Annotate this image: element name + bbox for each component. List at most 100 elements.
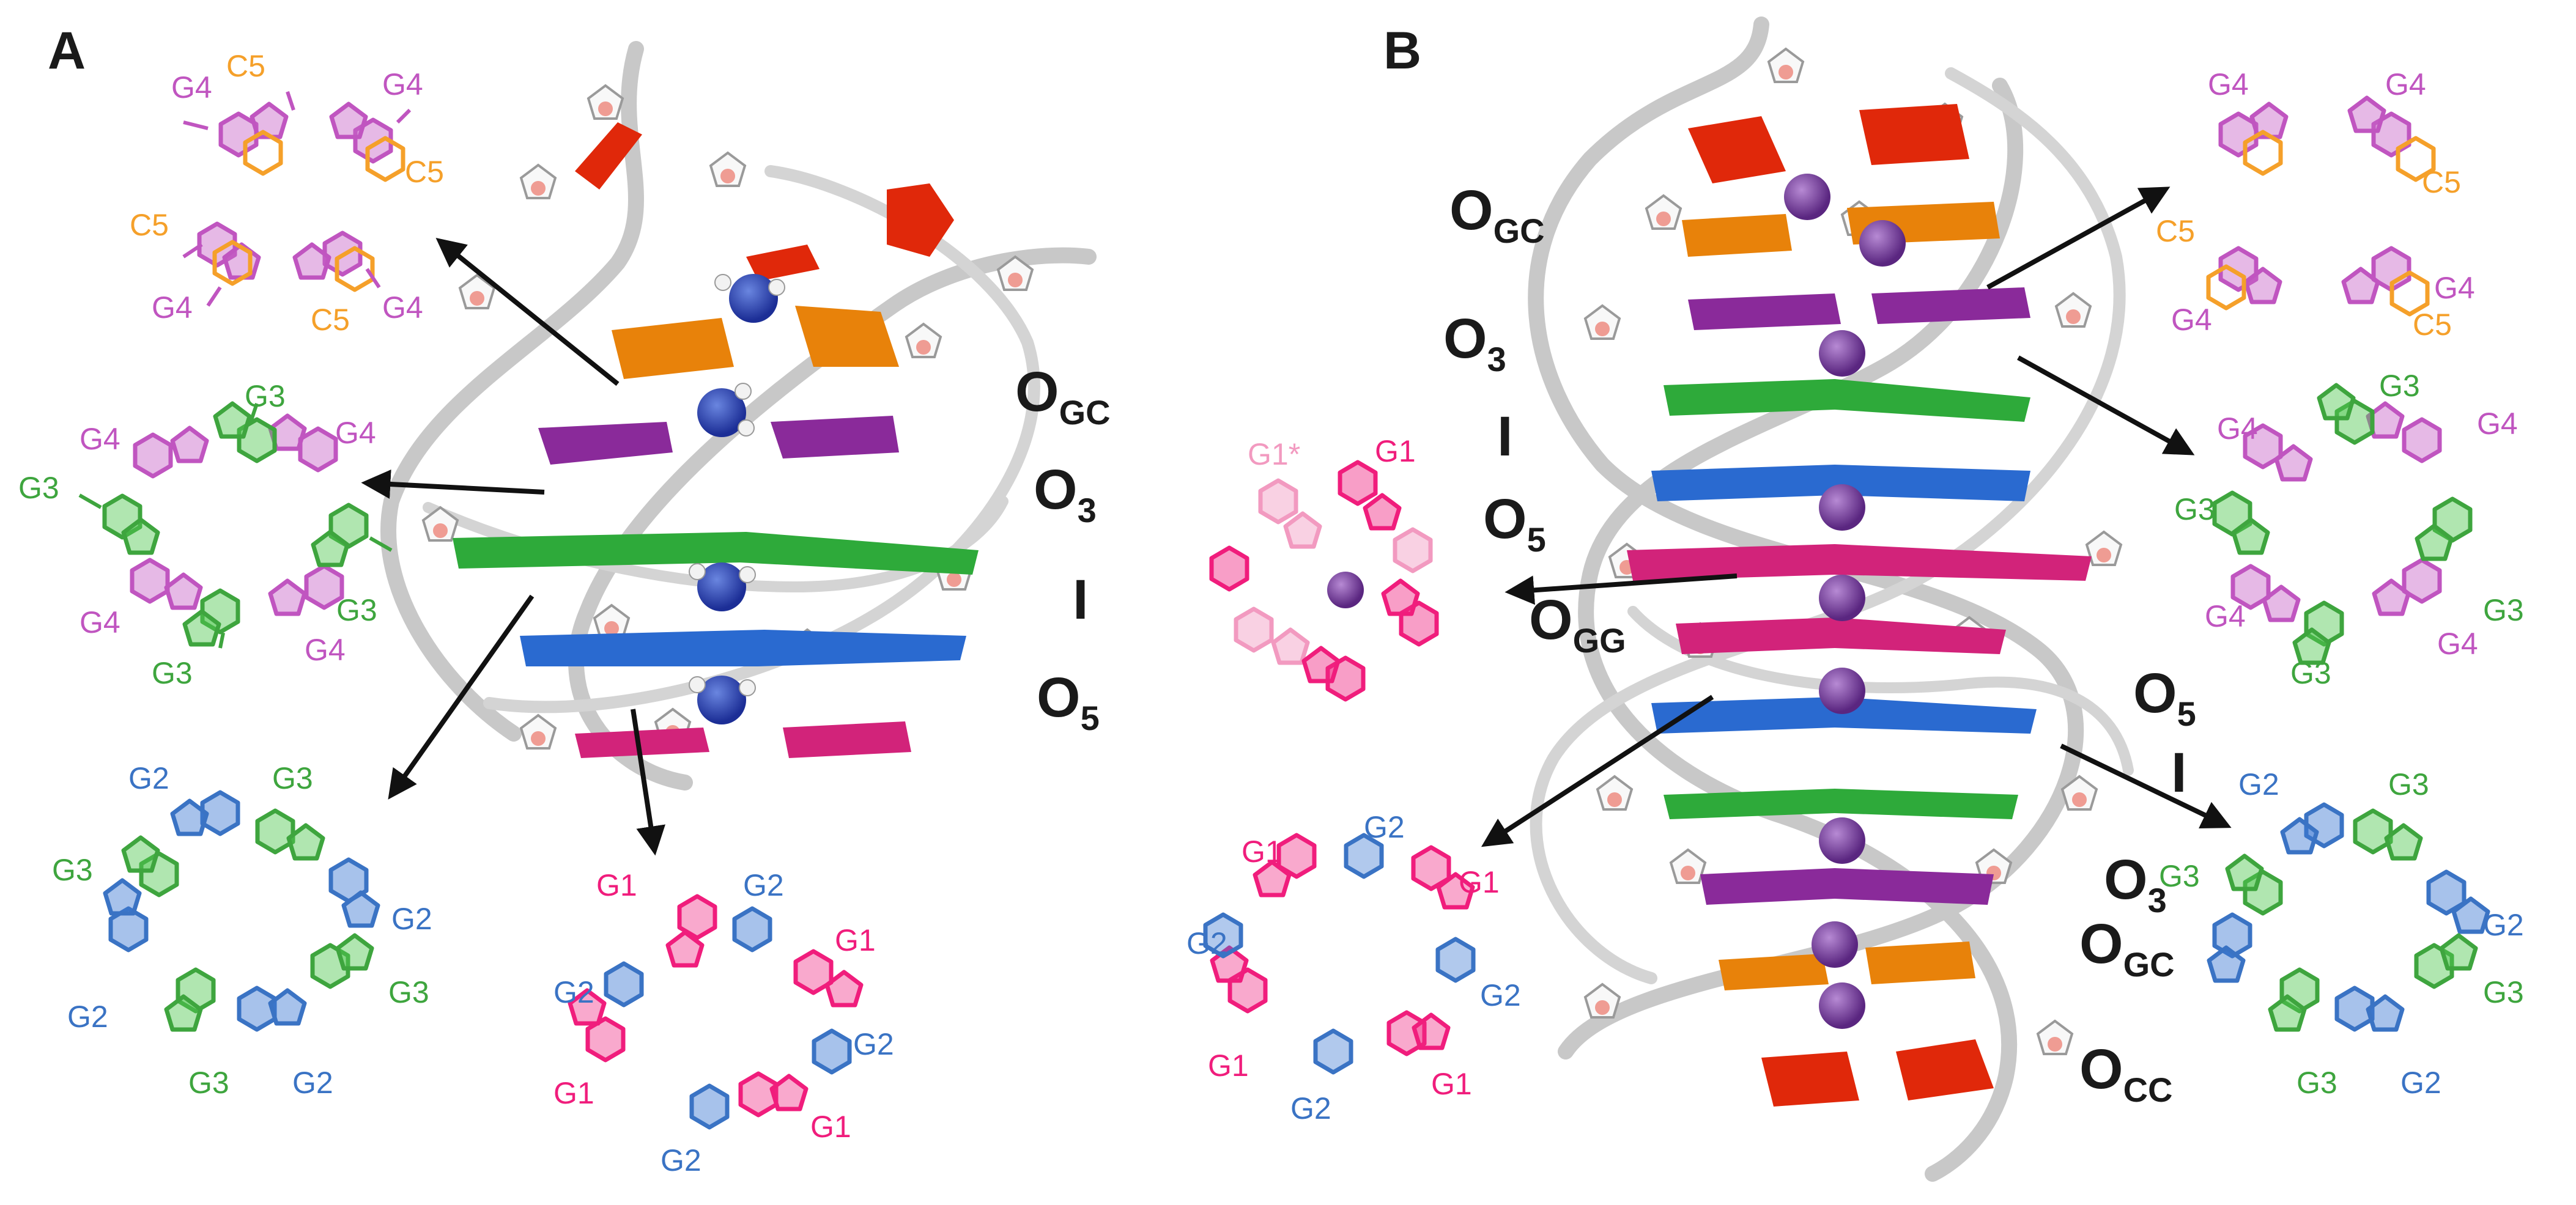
tetrad-label: G1* <box>1248 437 1300 471</box>
base-slab-purple <box>1871 287 2030 324</box>
tetrad-label: G1 <box>1431 1067 1472 1101</box>
tetrad-label: G3 <box>2297 1066 2337 1100</box>
panel-a-arrows <box>361 237 665 856</box>
tetrad-label: G4 <box>2205 599 2246 633</box>
potassium-ion-icon <box>1819 575 1865 621</box>
tetrad-label: C5 <box>2422 165 2461 199</box>
potassium-ion-icon <box>1859 220 1906 267</box>
ammonium-ion-icon <box>697 388 746 437</box>
sugar-ring <box>1584 304 1621 340</box>
arrow-icon <box>631 709 665 856</box>
panel-label-b: B <box>1383 21 1421 80</box>
base-slab-magenta <box>575 728 709 758</box>
plane-label: OGC <box>1449 179 1545 250</box>
base-slab-red <box>1896 1039 1994 1100</box>
panel-b-plane-labels: OGC O3 I O5 OGG O5 I O3 OGC OCC <box>1443 179 2196 1109</box>
tetrad-label: G3 <box>52 853 93 887</box>
plane-label: OGC <box>2079 913 2175 984</box>
tetrad-label: G3 <box>2388 767 2429 801</box>
sugar-ring <box>2086 531 2122 566</box>
sugar-ring <box>1670 849 1706 884</box>
potassium-ion-icon <box>1784 174 1830 220</box>
arrow-icon <box>2017 355 2195 455</box>
base-slab-green <box>453 532 979 575</box>
plane-label: O3 <box>1443 308 1506 378</box>
tetrad-label: G1 <box>1375 434 1416 468</box>
tetrad-label: C5 <box>311 303 350 337</box>
panel-b-arrows <box>1481 186 2232 847</box>
tetrad-label: G2 <box>661 1143 701 1177</box>
tetrad-label: G1 <box>596 868 637 902</box>
base-slab-green <box>1664 379 2030 422</box>
base-slab-blue <box>1651 697 2037 734</box>
sugar-ring <box>2037 1020 2073 1055</box>
tetrad-label: G2 <box>1480 978 1521 1012</box>
tetrad-a-c5g4: G4 C5 G4 C5 C5 G4 C5 G4 <box>130 49 444 337</box>
tetrad-b-g1: G1* G1 <box>1212 434 1437 699</box>
tetrad-label: G2 <box>2238 767 2279 801</box>
arrow-icon <box>388 594 535 800</box>
tetrad-label: G4 <box>2437 627 2478 661</box>
tetrad-label: G3 <box>2483 593 2524 627</box>
base-slab-orange <box>1682 214 1792 257</box>
ammonium-ion-icon <box>729 274 778 323</box>
tetrad-label: G4 <box>2171 303 2212 337</box>
arrow-icon <box>1505 573 1738 605</box>
base-slab-magenta <box>1676 617 2006 654</box>
plane-label: O3 <box>1034 459 1097 529</box>
ammonium-ion-icon <box>697 676 746 724</box>
backbone-strand <box>1530 67 2126 984</box>
base-slab-orange <box>1865 942 1975 984</box>
panel-a-plane-labels: OGC O3 I O5 <box>1015 361 1111 737</box>
plane-label: I <box>1497 405 1513 468</box>
tetrad-label: G2 <box>1290 1091 1331 1126</box>
base-slab-red <box>1688 116 1786 183</box>
tetrad-label: G4 <box>2477 407 2518 441</box>
potassium-ion-icon <box>1812 921 1858 968</box>
tetrad-label: G4 <box>171 70 212 105</box>
potassium-ion-icon <box>1819 668 1865 714</box>
tetrad-label: G3 <box>188 1066 229 1100</box>
plane-label: I <box>2171 742 2187 804</box>
tetrad-label: G3 <box>336 593 377 627</box>
plane-label: OGC <box>1015 361 1111 432</box>
tetrad-label: G1 <box>810 1110 851 1144</box>
potassium-ion-column <box>1784 174 1906 1029</box>
arrow-icon <box>361 470 545 499</box>
tetrad-label: G2 <box>553 975 594 1009</box>
base-slab-purple <box>1700 868 1994 905</box>
potassium-ion-icon <box>1819 817 1865 864</box>
tetrad-label: G2 <box>1364 810 1405 844</box>
ammonium-ion-icon <box>697 562 746 611</box>
tetrad-label: G4 <box>80 605 120 639</box>
tetrad-a-g2g3: G2 G3 G3 G3 G2 G2 G3 G2 <box>52 761 432 1100</box>
tetrad-label: G1 <box>1459 865 1500 899</box>
tetrad-a-g3g4: G3 G4 G4 G3 G4 G3 G4 G3 <box>18 379 393 690</box>
tetrad-label: G2 <box>391 902 432 936</box>
base-slab-red <box>746 245 820 281</box>
tetrad-b-c5g4: G4 G4 C5 C5 G4 C5 G4 C5 <box>2156 67 2475 342</box>
tetrad-label: G2 <box>2483 908 2524 942</box>
tetrad-label: C5 <box>2413 308 2452 342</box>
plane-label: OCC <box>2079 1038 2172 1109</box>
base-slab-blue <box>520 630 966 666</box>
tetrad-label: G4 <box>80 422 120 456</box>
base-slab-magenta <box>1627 544 2092 581</box>
panel-label-a: A <box>48 21 86 80</box>
tetrad-label: C5 <box>405 155 444 189</box>
tetrad-label: G1 <box>835 923 876 957</box>
tetrad-label: G3 <box>245 379 286 413</box>
plane-label: O5 <box>1483 488 1546 559</box>
base-slab-orange <box>795 306 899 367</box>
base-slab-purple <box>1688 293 1841 330</box>
sugar-ring <box>587 84 624 120</box>
tetrad-label: G3 <box>2159 859 2200 893</box>
tetrad-label: C5 <box>130 208 169 242</box>
tetrad-label: G3 <box>388 975 429 1009</box>
panel-a-structure <box>380 41 1097 790</box>
sugar-ring <box>520 164 557 199</box>
tetrad-b-g2g3: G2 G3 G3 G3 G2 G3 G3 G2 <box>2159 767 2524 1100</box>
base-slab-purple <box>771 416 899 459</box>
base-slab-orange <box>612 318 734 379</box>
base-slab-green <box>1664 789 2018 819</box>
